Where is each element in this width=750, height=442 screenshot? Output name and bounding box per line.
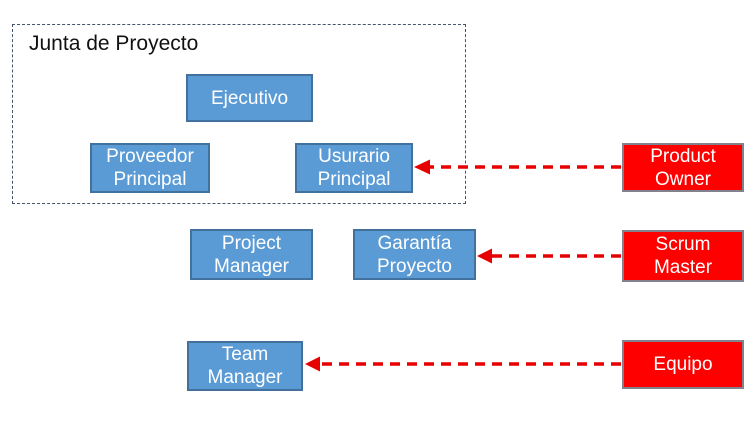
node-proveedor-principal-label: Proveedor Principal [106, 146, 194, 190]
node-proveedor-principal: Proveedor Principal [90, 143, 210, 193]
node-scrum-master-label: Scrum Master [653, 234, 713, 278]
node-equipo-label: Equipo [653, 354, 713, 375]
node-team-manager-label: Team Manager [207, 344, 283, 388]
arrow-scrum-master-to-garantia-proyecto [477, 248, 621, 264]
node-ejecutivo-label: Ejecutivo [210, 87, 289, 109]
node-garantia-proyecto: Garantía Proyecto [353, 229, 476, 280]
node-team-manager: Team Manager [187, 341, 303, 391]
node-usurario-principal-label: Usurario Principal [317, 146, 391, 190]
arrow-equipo-to-team-manager [305, 356, 621, 372]
group-box-junta-de-proyecto: Junta de Proyecto [12, 24, 466, 204]
node-product-owner: Product Owner [622, 143, 744, 192]
node-usurario-principal: Usurario Principal [295, 143, 413, 193]
group-box-label: Junta de Proyecto [29, 32, 199, 55]
node-garantia-proyecto-label: Garantía Proyecto [377, 232, 452, 277]
node-project-manager: Project Manager [190, 229, 313, 280]
node-scrum-master: Scrum Master [622, 230, 744, 282]
node-equipo: Equipo [622, 340, 744, 389]
node-project-manager-label: Project Manager [214, 232, 289, 277]
node-ejecutivo: Ejecutivo [186, 74, 313, 122]
node-product-owner-label: Product Owner [650, 145, 716, 190]
